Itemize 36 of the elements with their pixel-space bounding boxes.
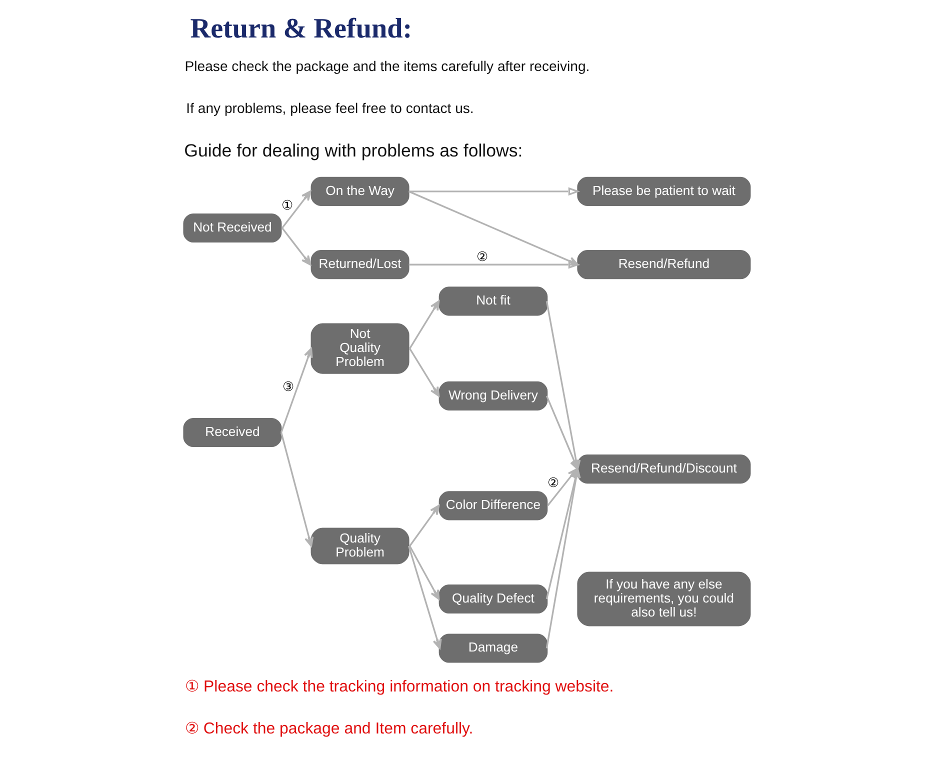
- arrow: [280, 348, 312, 433]
- node-box: If you have any else requirements, you could also tell us!: [576, 572, 750, 626]
- label: Please check the package and the items carefully after receiving.: [184, 58, 590, 74]
- arrow: [281, 228, 311, 266]
- node-box: Not fit: [438, 286, 548, 316]
- node-box: Quality Defect: [438, 584, 548, 614]
- node-box: Returned/Lost: [310, 250, 409, 280]
- node-box: Received: [182, 418, 282, 448]
- arrow: [280, 432, 314, 547]
- edge-label: ①: [281, 198, 294, 213]
- diagram-title: Return & Refund:: [190, 14, 412, 45]
- edge-label: ③: [282, 378, 294, 394]
- node-box: Please be patient to wait: [576, 176, 750, 206]
- arrow: [408, 300, 440, 349]
- node-box: Quality Problem: [310, 528, 409, 564]
- node-box: Wrong Delivery: [438, 381, 548, 410]
- node-box: Color Difference: [438, 491, 548, 520]
- arrow: [408, 260, 580, 269]
- arrow: [408, 504, 440, 546]
- arrow: [408, 187, 580, 196]
- label: If any problems, please feel free to contact us.: [186, 100, 474, 116]
- arrow: [408, 348, 440, 397]
- node-box: Damage: [438, 634, 548, 663]
- arrow: [408, 546, 440, 600]
- node-box: Not Quality Problem: [310, 323, 409, 374]
- label: Guide for dealing with problems as follows:: [184, 140, 522, 160]
- arrow: [281, 190, 311, 229]
- edge-label: ②: [476, 249, 488, 264]
- label: ① Please check the tracking information on tracking website.: [184, 678, 614, 696]
- node-box: Resend/Refund/Discount: [576, 454, 750, 484]
- edge-label: ②: [546, 475, 559, 490]
- node-box: On the Way: [310, 176, 409, 206]
- node-box: Not Received: [182, 213, 282, 243]
- arrow: [408, 546, 442, 650]
- label: ② Check the package and Item carefully.: [184, 720, 473, 738]
- node-box: Resend/Refund: [576, 250, 750, 280]
